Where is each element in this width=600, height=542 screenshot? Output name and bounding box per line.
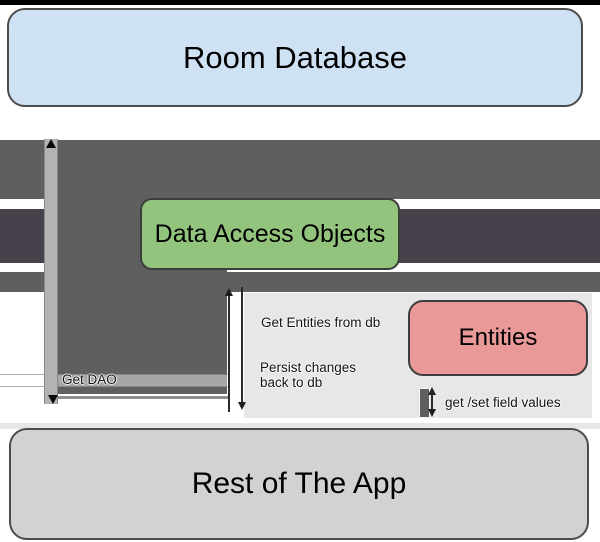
bottom-artifact-strip: [0, 423, 600, 429]
get-set-arrowhead-down-icon: [428, 409, 436, 417]
entities-arrow-up-icon: [225, 288, 233, 296]
entities-node: Entities: [408, 300, 588, 376]
column-foot-line: [57, 396, 229, 399]
dao-node: Data Access Objects: [140, 198, 400, 270]
get-dao-arrowhead-down-icon: [48, 395, 58, 404]
entities-label: Entities: [458, 324, 538, 351]
room-database-label: Room Database: [182, 39, 407, 75]
get-dao-arrowhead-up-icon: [46, 139, 56, 148]
get-entities-label: Get Entities from db: [261, 315, 381, 330]
top-black-bar: [0, 0, 600, 5]
entities-arrow-up-line: [228, 296, 230, 412]
entities-arrow-down-line: [241, 287, 243, 403]
persist-changes-label: Persist changes back to db: [260, 360, 357, 390]
get-dao-arrow: [44, 139, 58, 404]
get-dao-label: Get DAO: [62, 372, 117, 387]
get-set-fat-arrow: [419, 388, 430, 418]
rest-of-app-node: Rest of The App: [9, 428, 589, 540]
rest-of-app-label: Rest of The App: [191, 467, 407, 500]
get-set-field-values-label: get /set field values: [445, 395, 561, 410]
entities-arrow-down-icon: [238, 402, 246, 410]
room-database-node: Room Database: [7, 8, 583, 107]
get-set-arrow-line: [431, 391, 433, 410]
dao-label: Data Access Objects: [154, 219, 386, 248]
